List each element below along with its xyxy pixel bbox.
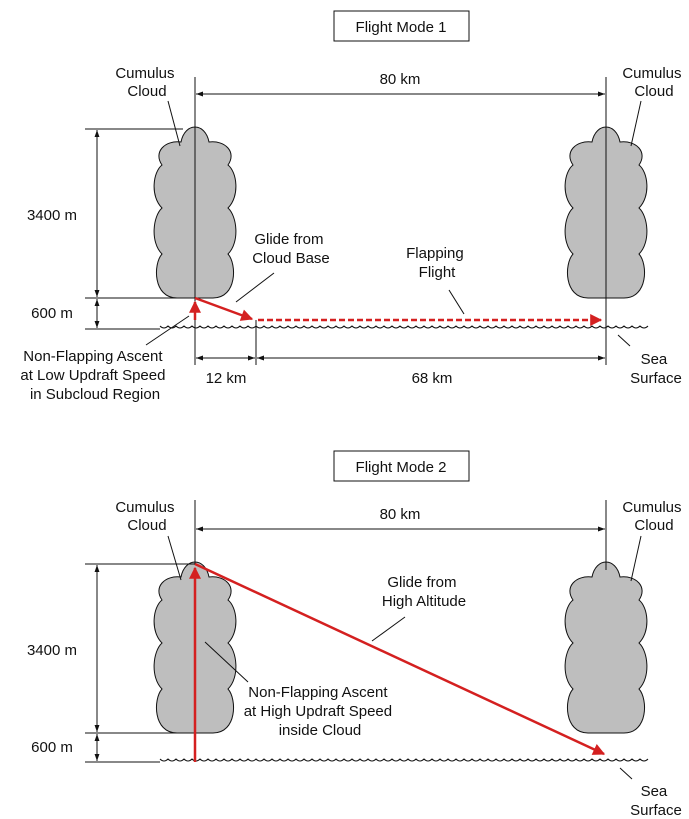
panel2-ascent-label: Non-Flapping Ascent at High Updraft Spee… [244,684,397,739]
panel1-distance-80km-label: 80 km [380,71,421,88]
panel1-ascent-leader [146,316,189,345]
panel2-sea-surface [160,759,648,761]
panel1-flapping-leader [449,290,464,314]
panel1-sea-label: Sea Surface [630,351,682,387]
panel1-height-3400m-label: 3400 m [27,207,77,224]
panel1-glide-leader [236,273,274,302]
panel1-sea-leader [618,335,630,346]
panel1-glide-arrow [195,298,252,319]
panel1-ascent-label: Non-Flapping Ascent at Low Updraft Speed… [20,348,169,403]
panel1-right-cloud-label: Cumulus Cloud [622,65,685,100]
panel2-right-cloud-leader [631,536,641,581]
panel1-left-cloud-label: Cumulus Cloud [115,65,178,100]
panel1-sea-surface [160,326,648,328]
panel2-sea-leader [620,768,632,779]
panel1-distance-68km-label: 68 km [412,370,453,387]
panel1-right-cloud-leader [631,101,641,146]
panel1-title: Flight Mode 1 [356,19,447,36]
panel2-glide-label: Glide from High Altitude [382,574,466,610]
panel2-title: Flight Mode 2 [356,459,447,476]
panel2-left-cloud-leader [168,536,181,580]
panel2-right-cloud [565,562,647,733]
panel1-distance-12km-label: 12 km [206,370,247,387]
panel1-height-600m-label: 600 m [31,305,73,322]
panel-flight-mode-2: Flight Mode 2 Cumulus Cloud Cumulus [27,451,686,819]
panel1-left-cloud-leader [168,101,180,146]
panel-flight-mode-1: Flight Mode 1 Cumulus Clo [20,11,685,403]
panel1-glide-label: Glide from Cloud Base [252,231,330,267]
panel2-left-cloud-label: Cumulus Cloud [115,499,178,534]
panel2-height-3400m-label: 3400 m [27,642,77,659]
panel1-flapping-label: Flapping Flight [406,245,468,281]
panel2-sea-label: Sea Surface [630,783,682,819]
panel2-glide-leader [372,617,405,641]
panel2-right-cloud-label: Cumulus Cloud [622,499,685,534]
panel2-distance-80km-label: 80 km [380,506,421,523]
panel2-height-600m-label: 600 m [31,739,73,756]
